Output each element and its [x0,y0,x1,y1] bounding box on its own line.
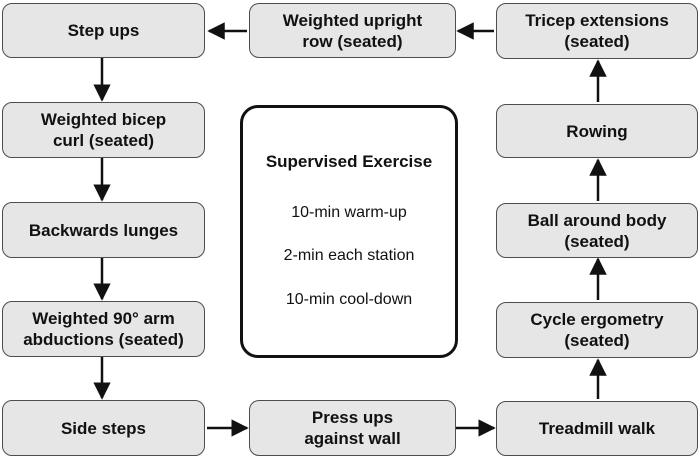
station-ball-around-body: Ball around body (seated) [496,203,698,258]
station-label: Ball around body (seated) [527,210,667,251]
station-label: Step ups [67,21,140,40]
station-label: Weighted upright row (seated) [282,10,423,51]
station-label: Treadmill walk [538,419,656,438]
station-rowing: Rowing [496,104,698,158]
station-label: Weighted 90° arm abductions (seated) [23,309,184,349]
cool-down-text: 10-min cool-down [285,291,413,308]
station-duration-text: 2-min each station [283,247,415,264]
station-treadmill-walk: Treadmill walk [496,401,698,456]
station-weighted-arm-abductions: Weighted 90° arm abductions (seated) [2,301,205,357]
station-label: Backwards lunges [28,220,179,240]
station-step-ups: Step ups [2,3,205,58]
station-label: Tricep extensions (seated) [525,11,669,51]
station-label: Side steps [60,418,147,438]
station-label: Cycle ergometry (seated) [530,310,664,350]
station-label: Rowing [566,121,628,141]
panel-title: Supervised Exercise [265,152,433,171]
station-backwards-lunges: Backwards lunges [2,202,205,258]
supervised-exercise-panel: Supervised Exercise 10-min warm-up 2-min… [240,105,458,358]
station-press-ups: Press ups against wall [249,400,456,456]
station-weighted-bicep-curl: Weighted bicep curl (seated) [2,102,205,158]
station-weighted-upright-row: Weighted upright row (seated) [249,3,456,58]
warm-up-text: 10-min warm-up [291,204,407,221]
station-side-steps: Side steps [2,400,205,456]
station-label: Weighted bicep curl (seated) [40,110,167,150]
station-cycle-ergometry: Cycle ergometry (seated) [496,302,698,358]
station-label: Press ups against wall [304,408,401,448]
station-tricep-extensions: Tricep extensions (seated) [496,3,698,59]
